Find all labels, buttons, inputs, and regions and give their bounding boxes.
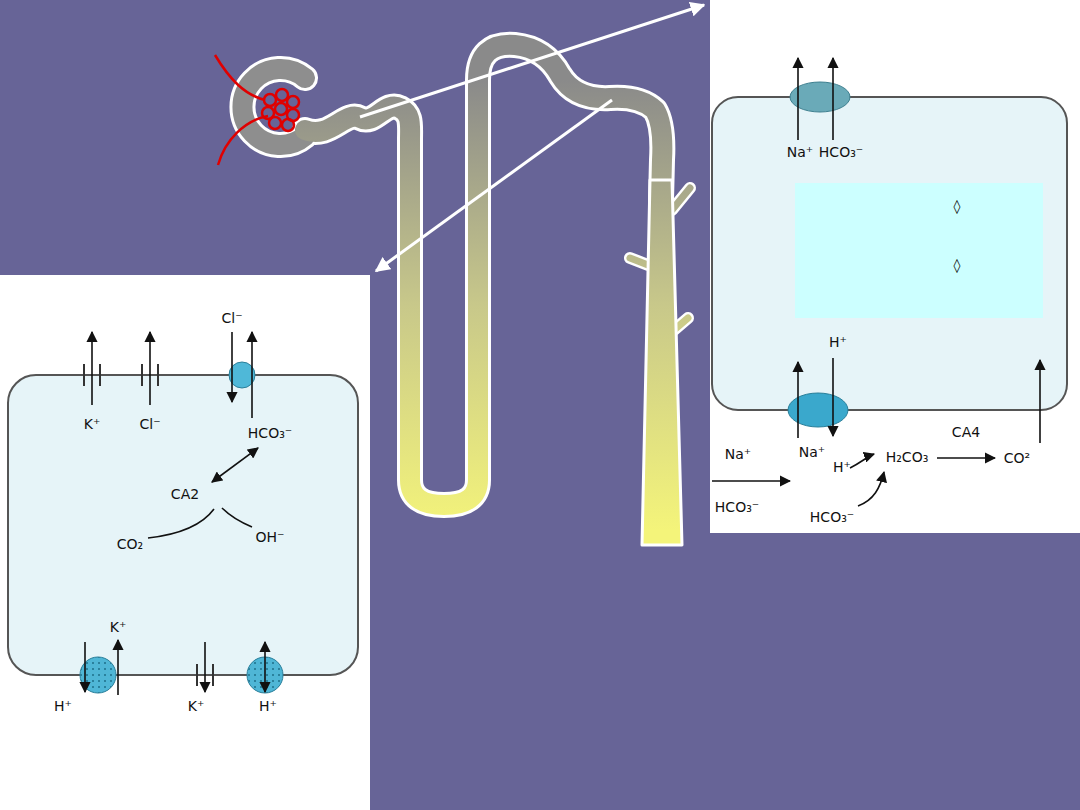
molecule-label: H₂CO₃ [886,449,929,465]
nephron-tubule [242,45,690,505]
cell-body: Na⁺HCO₃⁻H⁺◊◊ [712,97,1067,410]
ion-label: Na⁺ [799,444,825,460]
ion-label: H⁺ [54,698,72,714]
transport-arrow [850,454,874,468]
channel-symbol [196,664,198,686]
glomerulus [215,55,299,165]
glomerulus [218,116,268,165]
nephron-tubule [242,69,305,145]
ion-label: ◊ [954,198,961,214]
ion-label: Cl⁻ [221,310,242,326]
transport-arrow [264,642,266,692]
ion-label: HCO₃⁻ [819,144,863,160]
ion-label: OH⁻ [256,529,285,545]
white-panel [710,0,1080,533]
channel-symbol [141,364,143,386]
glomerulus [215,55,265,100]
ion-label: K⁺ [84,416,101,432]
ion-label: HCO₃⁻ [248,425,292,441]
ion-label: CA2 [171,486,199,502]
nephron-tubule [242,69,305,145]
nephron-tubule [672,188,690,210]
pointer-arrow [360,5,704,271]
ion-label: K⁺ [188,698,205,714]
molecule-label: CO² [1004,450,1030,466]
channel-symbol [83,364,85,386]
ion-label: HCO₃⁻ [715,499,759,515]
cell-body: K⁺ Cl⁻ HCO₃⁻ CA2CO₂ OH⁻ K⁺ [8,375,358,675]
transport-arrow [117,640,119,695]
exchanger-protein [229,362,255,388]
transport-arrow [222,508,252,527]
cell-outline [8,97,1067,675]
transport-arrow [148,509,214,538]
transport-arrow [251,332,253,418]
channel-symbol [212,664,214,686]
nephron-tubule [305,45,662,505]
transport-arrow [832,358,834,436]
glomerulus [275,103,287,115]
pointer-arrow [376,100,612,271]
transport-arrow [797,362,799,438]
transport-arrow [84,642,86,692]
transport-arrow [832,58,834,140]
exchanger-protein [790,82,850,112]
cytoplasm-box: ◊◊ [795,183,1043,318]
transport-arrow [91,332,93,405]
nephron-tubule [305,45,662,505]
channel-symbol [157,364,159,386]
transport-arrow [204,642,206,692]
transport-arrow [1039,360,1041,443]
ion-label: H⁺ [259,698,277,714]
glomerulus [287,96,299,108]
ion-label: CO₂ [117,536,143,552]
transport-arrow [231,332,233,402]
channel-symbol [99,364,101,386]
ion-label: Na⁺ [787,144,813,160]
transport-arrow [212,448,258,482]
ion-label: K⁺ [110,619,127,635]
transport-arrow [797,58,799,140]
transport-arrow [712,480,790,482]
glomerulus [269,117,281,129]
channel-symbol [84,364,213,686]
ion-label: H⁺ [833,459,851,475]
pump-protein [80,657,283,693]
transport-arrow [858,472,884,506]
transport-arrow [85,58,1040,695]
glomerulus [276,89,288,101]
enzyme-label: CA4 [952,424,980,440]
cell-outline [712,97,1067,410]
ion-label: H⁺ [829,334,847,350]
nephron-tubule [630,258,648,265]
ion-label: Cl⁻ [139,416,160,432]
transport-arrow [149,332,151,405]
glomerulus [282,119,294,131]
cell-outline [8,375,358,675]
glomerulus [264,94,276,106]
nephron-tubule [630,258,648,265]
ion-label: ◊ [954,257,961,273]
ion-label: Na⁺ [725,446,751,462]
ion-label: HCO₃⁻ [810,509,854,525]
transport-arrow [937,457,995,459]
exchanger-protein [788,393,848,427]
pointer-arrow [360,5,704,117]
nephron-tubule [672,188,690,210]
collecting-duct [642,180,682,545]
white-panel [0,275,370,810]
